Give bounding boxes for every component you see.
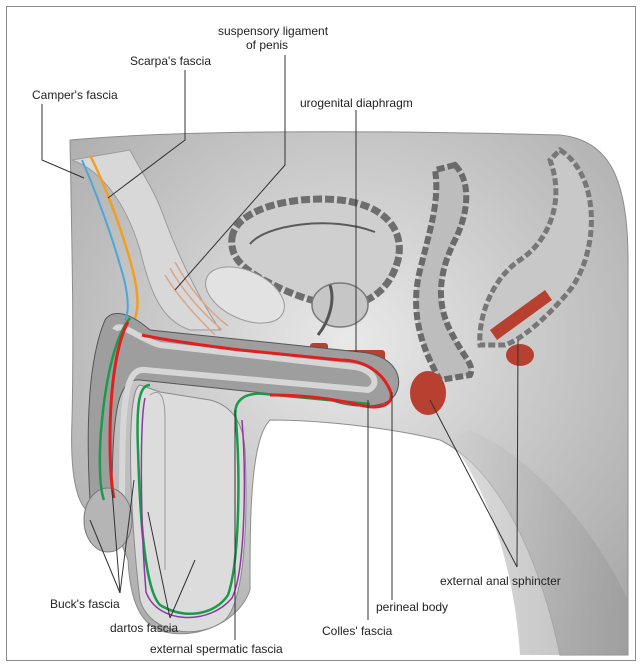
perineal-muscle (410, 371, 446, 415)
label-campers-fascia: Camper's fascia (32, 88, 118, 102)
label-external-anal-sphincter: external anal sphincter (440, 574, 561, 588)
label-bucks-fascia: Buck's fascia (50, 597, 120, 611)
label-perineal-body: perineal body (376, 600, 448, 614)
external-anal-sphincter-lower (506, 344, 534, 366)
label-external-spermatic-fascia: external spermatic fascia (150, 642, 283, 656)
glans (84, 488, 132, 552)
label-scarpas-fascia: Scarpa's fascia (130, 54, 211, 68)
label-suspensory-ligament-line1: suspensory ligament (218, 24, 328, 38)
label-suspensory-ligament-line2: of penis (246, 38, 288, 52)
label-urogenital-diaphragm: urogenital diaphragm (300, 96, 413, 110)
label-dartos-fascia: dartos fascia (110, 621, 178, 635)
label-colles-fascia: Colles' fascia (322, 624, 392, 638)
prostate (312, 283, 368, 327)
